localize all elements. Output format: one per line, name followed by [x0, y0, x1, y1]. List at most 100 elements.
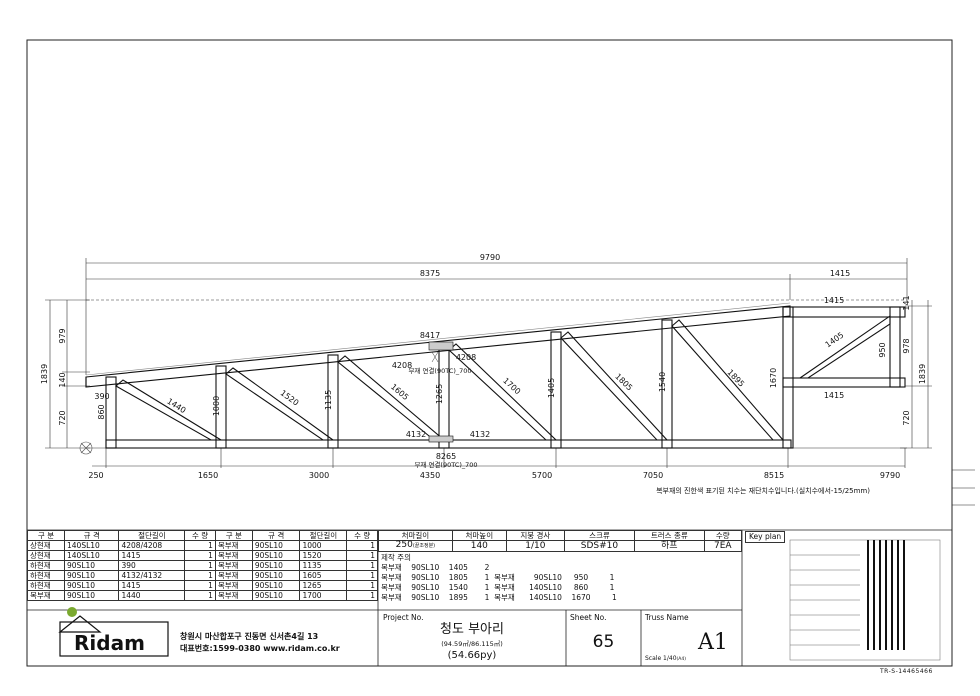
project-py: (54.66py)	[447, 650, 497, 661]
cell: 90SL10	[64, 560, 120, 571]
truss-chords	[85, 305, 906, 449]
member-label: 1540	[658, 372, 667, 392]
cell: 1	[184, 540, 216, 551]
company-logo: Ridam	[58, 607, 169, 657]
sheet-label: Sheet No.	[570, 613, 607, 622]
note-line: 복부재 90SL10 1405 2	[381, 563, 490, 572]
dim-splice-bot-right: 4132	[470, 430, 490, 439]
dim-left-total: 1839	[40, 364, 49, 384]
dim-main: 8375	[420, 269, 440, 278]
cell: 1	[346, 570, 378, 581]
pos-dim: 3000	[309, 471, 329, 480]
truss-name: A1	[698, 630, 728, 655]
pos-dim: 1650	[198, 471, 218, 480]
company-address: 창원시 마산합포구 진동면 신서촌4길 13	[180, 632, 319, 641]
splice-top-note: 부재 연결(90TC)_700	[408, 366, 471, 375]
member-label: 1265	[435, 384, 444, 404]
drawing-number: TR-S-14465466	[880, 668, 933, 675]
spec-type: 하프	[634, 540, 705, 552]
cell: 복부재	[26, 590, 66, 601]
pos-dim: 8515	[764, 471, 784, 480]
dim-bottom-chord: 8265	[436, 452, 456, 461]
keyplan-label: Key plan	[745, 531, 786, 543]
dim-box-bottom: 1415	[824, 391, 844, 400]
cell: 1265	[299, 580, 348, 591]
cell: 1415	[118, 580, 186, 591]
note-line: 복부재 90SL10 1805 1 복부재 90SL10 950 1	[381, 573, 615, 582]
cell: 1	[184, 580, 216, 591]
cell: 1	[184, 560, 216, 571]
cell: 4208/4208	[118, 540, 186, 551]
cell: 1700	[299, 590, 348, 601]
cell: 90SL10	[251, 560, 301, 571]
cell: 90SL10	[64, 590, 120, 601]
cell: 1135	[299, 560, 348, 571]
cell: 1	[346, 560, 378, 571]
cell: 390	[118, 560, 186, 571]
table-header: 규 격	[64, 530, 120, 541]
spec-qty: 7EA	[703, 540, 743, 552]
pos-dim: 9790	[880, 471, 900, 480]
dim-right-upper: 978	[902, 338, 911, 353]
splice-bot-note: 부재 연결(90TC)_700	[414, 460, 477, 469]
cell: 1	[346, 590, 378, 601]
cell: 1	[184, 550, 216, 561]
dim-box-top: 1415	[824, 296, 844, 305]
dim-right-lower: 720	[902, 410, 911, 425]
table-header: 절단길이	[118, 530, 186, 541]
cell: 복부재	[214, 560, 253, 571]
table-header: 절단길이	[299, 530, 348, 541]
project-name: 청도 부아리	[440, 622, 504, 637]
logo-text: Ridam	[74, 631, 145, 655]
company-contact: 대표번호:1599-0380 www.ridam.co.kr	[180, 644, 340, 653]
cell: 90SL10	[251, 590, 301, 601]
cell: 1	[346, 580, 378, 591]
member-label: 1700	[501, 376, 522, 396]
cell: 90SL10	[251, 580, 301, 591]
cell: 1000	[299, 540, 348, 551]
member-label: 1405	[547, 378, 556, 398]
project-area: (94.59㎡/86.115㎡)	[441, 640, 503, 648]
truss-diagonals	[115, 314, 891, 441]
spec-header: 지붕 경사	[505, 530, 565, 541]
dim-splice-top-right: 4208	[456, 353, 476, 362]
table-header: 수 량	[184, 530, 216, 541]
spec-header: 처마높이	[451, 530, 507, 541]
cell: 하현재	[26, 560, 66, 571]
spec-height: 140	[451, 540, 507, 552]
cell: 90SL10	[64, 580, 120, 591]
cell: 1	[184, 570, 216, 581]
pos-dim: 5700	[532, 471, 552, 480]
spec-slope: 1/10	[505, 540, 565, 552]
key-plan-trusses	[867, 540, 905, 650]
member-label: 1135	[324, 390, 333, 410]
dim-right-top: 141	[902, 295, 911, 310]
cell: 90SL10	[251, 570, 301, 581]
truss-scale: Scale 1/40	[645, 655, 677, 662]
note-line: 복부재 90SL10 1540 1 복부재 140SL10 860 1	[381, 583, 615, 592]
cell: 하현재	[26, 580, 66, 591]
cell: 상현재	[26, 550, 66, 561]
table-header: 수 량	[346, 530, 378, 541]
cell: 1520	[299, 550, 348, 561]
member-label: 1605	[389, 382, 410, 402]
dim-left-small: 390	[94, 392, 109, 401]
member-label: 1805	[613, 372, 634, 393]
pos-dim: 250	[88, 471, 103, 480]
cell: 90SL10	[64, 570, 120, 581]
cell: 1605	[299, 570, 348, 581]
cell: 90SL10	[251, 550, 301, 561]
table-header: 구 분	[214, 530, 253, 541]
cell: 복부재	[214, 580, 253, 591]
cell: 1440	[118, 590, 186, 601]
cell: 1	[184, 590, 216, 601]
cell: 복부재	[214, 550, 253, 561]
dim-left-lower: 720	[58, 410, 67, 425]
cell: 상현재	[26, 540, 66, 551]
